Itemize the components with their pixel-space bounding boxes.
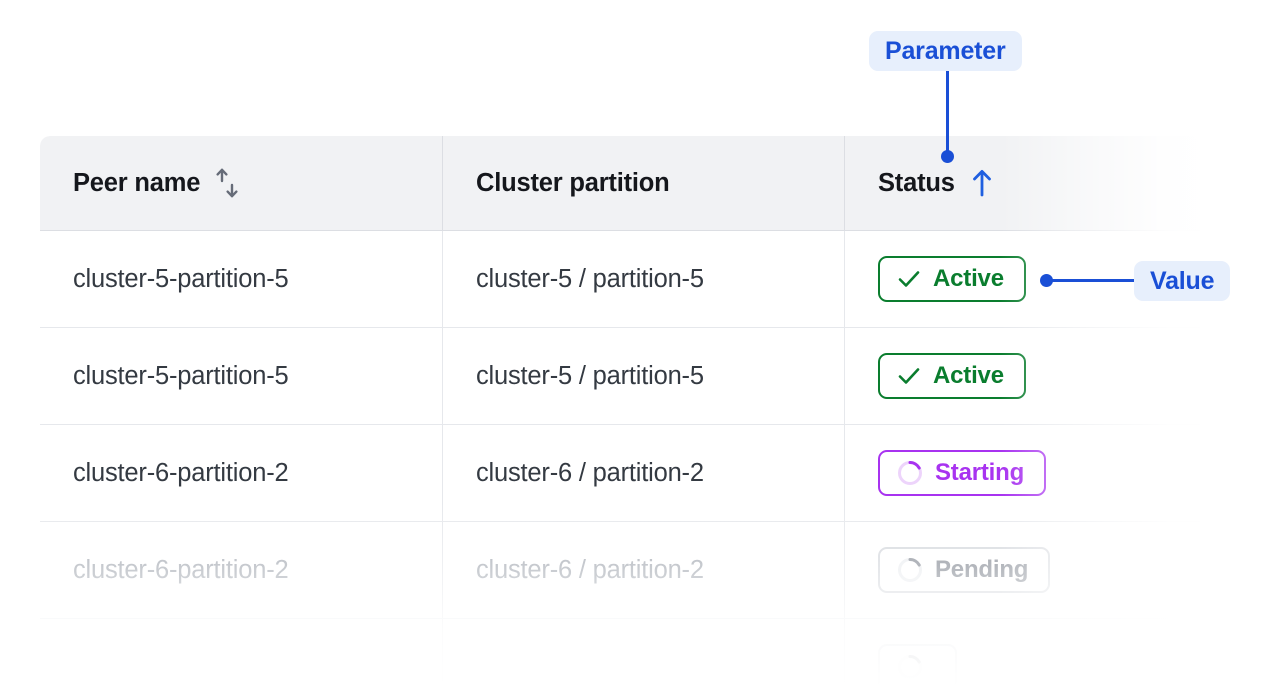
cell-status bbox=[845, 619, 1200, 688]
column-header-cluster-partition[interactable]: Cluster partition bbox=[443, 136, 845, 231]
column-header-label: Cluster partition bbox=[476, 168, 670, 197]
table-body: cluster-5-partition-5 cluster-5 / partit… bbox=[40, 231, 1200, 688]
table-row[interactable]: cluster-6-partition-2 cluster-6 / partit… bbox=[40, 522, 1200, 619]
cell-cluster-partition: cluster-6 / partition-2 bbox=[443, 425, 845, 522]
peer-table-container[interactable]: Peer name Cluster partit bbox=[40, 136, 1200, 688]
table-row[interactable]: cluster-6-partition-2 cluster-6 / partit… bbox=[40, 425, 1200, 522]
sort-ascending-icon[interactable] bbox=[969, 168, 995, 198]
table-header-row: Peer name Cluster partit bbox=[40, 136, 1200, 231]
status-badge-pending: Pending bbox=[878, 547, 1051, 593]
cell-cluster-partition: cluster-5 / partition-5 bbox=[443, 231, 845, 328]
cell-cluster-partition: cluster-6 / partition-2 bbox=[443, 522, 845, 619]
parameter-callout-badge: Parameter bbox=[869, 31, 1022, 71]
column-header-label: Status bbox=[878, 168, 955, 197]
check-icon bbox=[896, 363, 922, 389]
status-badge-active: Active bbox=[878, 353, 1026, 399]
cell-status: Active bbox=[845, 328, 1200, 425]
cell-status: Pending bbox=[845, 522, 1200, 619]
parameter-callout-dot bbox=[941, 150, 954, 163]
status-badge-label: Pending bbox=[935, 556, 1029, 583]
cell-status: Starting bbox=[845, 425, 1200, 522]
table-row[interactable]: cluster-5-partition-5 cluster-5 / partit… bbox=[40, 328, 1200, 425]
status-badge-pending bbox=[878, 644, 957, 688]
cell-cluster-partition bbox=[443, 619, 845, 688]
cell-peer-name: cluster-5-partition-5 bbox=[40, 231, 443, 328]
value-callout-line bbox=[1047, 279, 1137, 282]
cell-peer-name bbox=[40, 619, 443, 688]
parameter-callout-line bbox=[946, 71, 949, 157]
table-row[interactable] bbox=[40, 619, 1200, 688]
spinner-icon bbox=[896, 653, 924, 681]
status-badge-starting: Starting bbox=[878, 450, 1047, 496]
column-header-peer-name[interactable]: Peer name bbox=[40, 136, 443, 231]
cell-peer-name: cluster-6-partition-2 bbox=[40, 425, 443, 522]
cell-cluster-partition: cluster-5 / partition-5 bbox=[443, 328, 845, 425]
status-badge-label: Starting bbox=[935, 459, 1025, 486]
status-badge-active: Active bbox=[878, 256, 1026, 302]
value-callout-dot bbox=[1040, 274, 1053, 287]
status-badge-label: Active bbox=[933, 265, 1004, 292]
sort-both-icon[interactable] bbox=[214, 168, 240, 198]
table-row[interactable]: cluster-5-partition-5 cluster-5 / partit… bbox=[40, 231, 1200, 328]
column-header-label: Peer name bbox=[73, 168, 201, 197]
status-badge-label: Active bbox=[933, 362, 1004, 389]
cell-peer-name: cluster-5-partition-5 bbox=[40, 328, 443, 425]
cell-peer-name: cluster-6-partition-2 bbox=[40, 522, 443, 619]
check-icon bbox=[896, 266, 922, 292]
column-header-status[interactable]: Status bbox=[845, 136, 1200, 231]
value-callout-badge: Value bbox=[1134, 261, 1231, 301]
peer-table: Peer name Cluster partit bbox=[40, 136, 1200, 688]
table-header: Peer name Cluster partit bbox=[40, 136, 1200, 231]
spinner-icon bbox=[896, 459, 924, 487]
spinner-icon bbox=[896, 556, 924, 584]
